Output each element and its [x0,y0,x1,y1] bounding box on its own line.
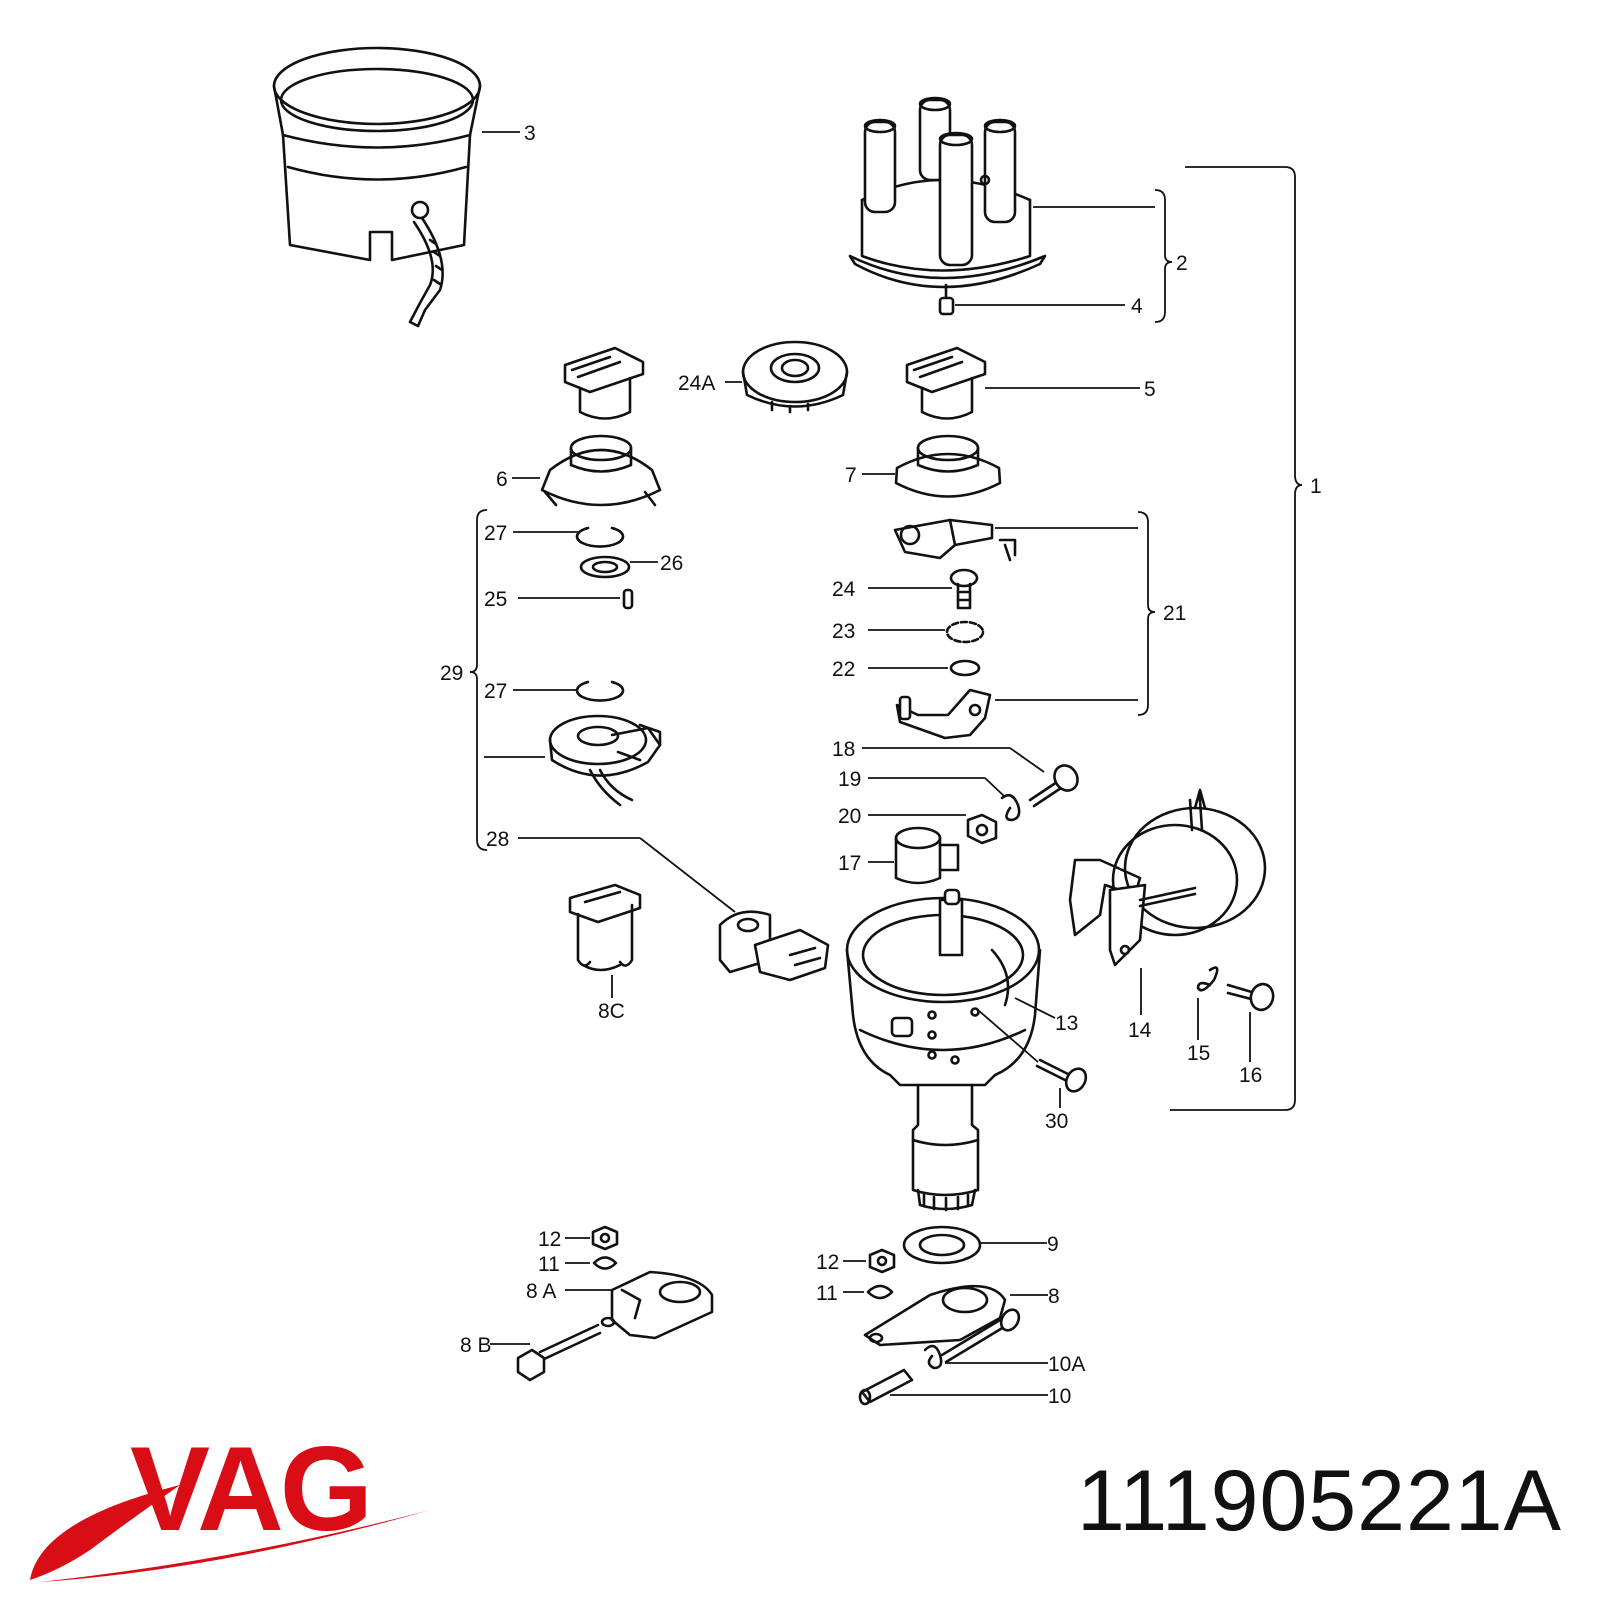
label-8: 8 [1048,1285,1060,1308]
part-17-condenser [894,826,960,885]
part-28-pulse-generator [718,910,830,982]
part-14-vacuum-unit [1068,788,1267,967]
label-11b: 11 [816,1282,838,1305]
label-10a: 10A [1048,1353,1085,1376]
label-24a: 24A [678,372,715,395]
part-12-nut-left [591,1225,619,1251]
part-27-circlip-lower [575,680,625,702]
part-25-pin [622,588,634,610]
part-8a-clamp [600,1270,714,1340]
part-8b-bolt [516,1323,602,1382]
label-27b: 27 [484,680,507,703]
part-10a-spring-washer [923,1344,943,1370]
label-1: 1 [1310,475,1322,498]
part-3-dust-shield [272,46,482,328]
label-6: 6 [496,468,508,491]
label-25: 25 [484,588,507,611]
brand-name: VAG [130,1422,369,1556]
part-26-washer [579,555,631,579]
label-27a: 27 [484,522,507,545]
label-22: 22 [832,658,855,681]
label-28: 28 [486,828,509,851]
label-14: 14 [1128,1019,1152,1042]
part-10-stud [858,1368,914,1406]
part-6-dust-cover [540,434,662,507]
label-9: 9 [1047,1233,1059,1256]
part-20-nut [966,813,998,845]
logo-swoosh [30,1485,180,1580]
label-2: 2 [1176,252,1188,275]
label-11a: 11 [538,1253,560,1276]
part-4-carbon-brush [938,283,955,316]
label-20: 20 [838,805,861,828]
part-21-contact-set [893,518,1017,562]
part-8-bolt [940,1308,1021,1364]
part-contact-base [895,688,992,740]
label-29: 29 [440,662,463,685]
label-8a: 8 A [526,1280,556,1303]
label-13: 13 [1055,1012,1078,1035]
part-7-dust-cover [894,434,1002,498]
label-8c: 8C [598,1000,625,1023]
part-9-gasket [902,1225,982,1265]
label-19: 19 [838,768,861,791]
label-26: 26 [660,552,683,575]
part-30-screw [1035,1058,1088,1093]
rotor-left [563,346,645,420]
label-8b: 8 B [460,1334,492,1357]
part-2-distributor-cap [848,96,1047,289]
vag-logo: VAG [30,1422,430,1582]
part-8c-clamp [568,883,642,972]
part-11-washer-left [592,1256,618,1270]
label-4: 4 [1131,295,1143,318]
part-24-screw [949,568,979,610]
label-3: 3 [524,122,536,145]
part-27-circlip-upper [575,526,625,548]
part-number: 111905221A [1076,1453,1562,1549]
label-30: 30 [1045,1110,1068,1133]
part-22-washer [949,659,981,677]
part-11-washer-right [866,1284,894,1300]
label-21: 21 [1163,602,1186,625]
part-24a-shield [741,340,849,414]
label-15: 15 [1187,1042,1210,1065]
part-distributor-housing [845,888,1042,1212]
part-19-spring-washer [1000,793,1021,822]
label-10: 10 [1048,1385,1071,1408]
label-16: 16 [1239,1064,1262,1087]
part-16-bolt [1226,982,1275,1012]
label-18: 18 [832,738,855,761]
label-24: 24 [832,578,856,601]
label-12b: 12 [816,1251,839,1274]
label-12a: 12 [538,1228,561,1251]
part-23-lock-washer [945,620,985,644]
part-8-clamp [863,1284,1007,1347]
part-18-screw [1028,764,1079,808]
part-5-rotor [905,346,987,420]
part-12-nut-right [868,1248,896,1274]
label-23: 23 [832,620,855,643]
label-5: 5 [1144,378,1156,401]
part-15-spring-washer [1196,966,1219,992]
label-17: 17 [838,852,861,875]
label-7: 7 [845,464,857,487]
part-hall-sender [548,714,662,807]
